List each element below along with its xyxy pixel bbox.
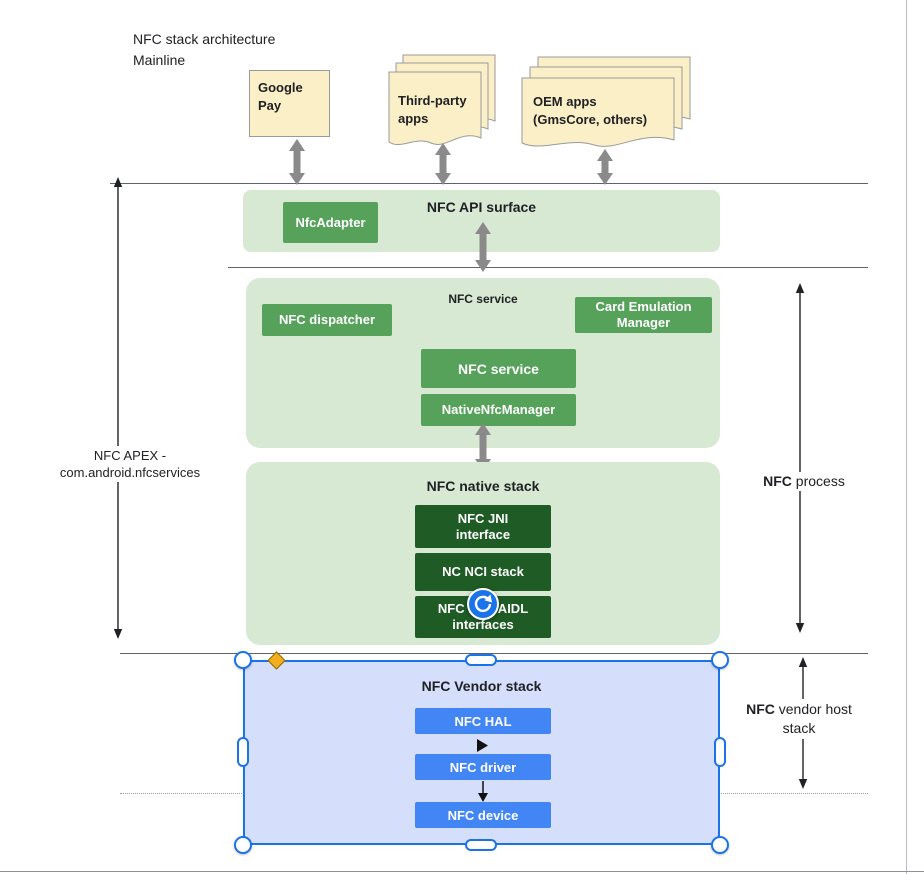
oem-apps-label: OEM apps (GmsCore, others) <box>533 94 648 127</box>
api-surface-title: NFC API surface <box>426 199 537 215</box>
nfc-native-stack-title: NFC native stack <box>426 478 540 494</box>
selection-handle-se[interactable] <box>711 836 729 854</box>
native-nfc-manager-box[interactable]: NativeNfcManager <box>421 394 576 426</box>
rotate-handle[interactable] <box>467 588 499 620</box>
nfc-dispatcher-box[interactable]: NFC dispatcher <box>262 304 392 336</box>
canvas-right-edge <box>906 0 907 874</box>
vendor-stack-title: NFC Vendor stack <box>421 678 542 694</box>
oem-apps-shape[interactable] <box>521 56 697 158</box>
nfc-adapter-box[interactable]: NfcAdapter <box>283 202 378 243</box>
nfc-service-title: NFC service <box>448 292 518 306</box>
separator-line-vendor[interactable] <box>120 653 868 654</box>
canvas-bottom-edge <box>0 871 924 872</box>
nfc-nci-stack-box[interactable]: NC NCI stack <box>415 553 551 591</box>
apex-label[interactable]: NFC APEX - com.android.nfcservices <box>30 446 230 482</box>
process-label[interactable]: NFC process <box>750 472 858 491</box>
separator-line-service[interactable] <box>228 267 868 268</box>
selection-handle-e[interactable] <box>714 737 726 767</box>
arrow-oem-to-api[interactable] <box>594 149 616 185</box>
process-range-arrow[interactable] <box>792 283 808 633</box>
nfc-jni-interface-box[interactable]: NFC JNI interface <box>415 505 551 548</box>
selection-handle-w[interactable] <box>237 737 249 767</box>
arrow-service-to-native[interactable] <box>472 423 494 471</box>
third-party-apps-shape[interactable] <box>388 54 506 156</box>
refresh-icon <box>474 594 492 613</box>
separator-line-api[interactable] <box>110 183 868 184</box>
selection-handle-sw[interactable] <box>234 836 252 854</box>
selection-handle-s[interactable] <box>465 839 497 851</box>
diagram-title-line1: NFC stack architecture <box>133 31 276 47</box>
nfc-device-box[interactable]: NFC device <box>415 802 551 828</box>
nfc-hal-box[interactable]: NFC HAL <box>415 708 551 734</box>
selection-handle-nw[interactable] <box>234 651 252 669</box>
arrow-hal-to-driver[interactable] <box>477 739 489 753</box>
arrow-third-party-to-api[interactable] <box>432 143 454 185</box>
diagram-title[interactable]: NFC stack architecture Mainline <box>133 29 275 71</box>
arrow-driver-to-device[interactable] <box>476 781 490 802</box>
nfc-driver-box[interactable]: NFC driver <box>415 754 551 780</box>
google-pay-label: Google Pay <box>258 80 303 113</box>
apex-range-arrow[interactable] <box>110 177 126 639</box>
selection-handle-n[interactable] <box>465 654 497 666</box>
diagram-title-line2: Mainline <box>133 52 186 68</box>
vendor-host-label[interactable]: NFC vendor host stack <box>741 699 857 739</box>
arrow-api-to-service[interactable] <box>472 222 494 272</box>
nfc-service-box[interactable]: NFC service <box>421 349 576 388</box>
google-pay-shape[interactable]: Google Pay <box>249 70 330 137</box>
third-party-apps-label: Third-party apps <box>398 93 467 126</box>
selection-handle-ne[interactable] <box>711 651 729 669</box>
card-emulation-manager-box[interactable]: Card Emulation Manager <box>575 297 712 333</box>
arrow-google-pay-to-api[interactable] <box>286 139 308 185</box>
